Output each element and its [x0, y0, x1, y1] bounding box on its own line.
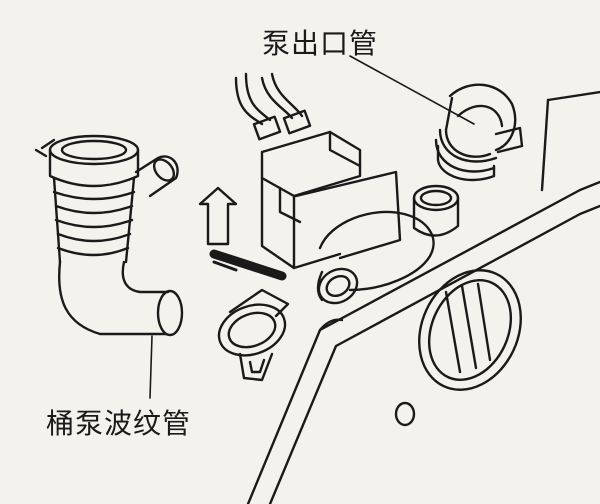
leader-pump-outlet	[349, 55, 475, 125]
tub-pump-corrugated-hose	[34, 134, 184, 337]
pump-outlet-hose	[434, 83, 524, 182]
machine-housing-panel	[246, 90, 600, 504]
filter-grille	[418, 269, 522, 391]
leader-lines	[149, 55, 475, 399]
pump-outlet-hose-label: 泵出口管	[262, 27, 379, 60]
hose-clamp-icon	[217, 288, 290, 382]
pump-wires	[234, 72, 312, 141]
tub-pump-corrugated-hose-label: 桶泵波纹管	[46, 407, 192, 440]
leader-tub-pump-hose	[149, 335, 153, 399]
up-arrow-icon	[198, 186, 287, 281]
drain-pump	[260, 130, 460, 305]
